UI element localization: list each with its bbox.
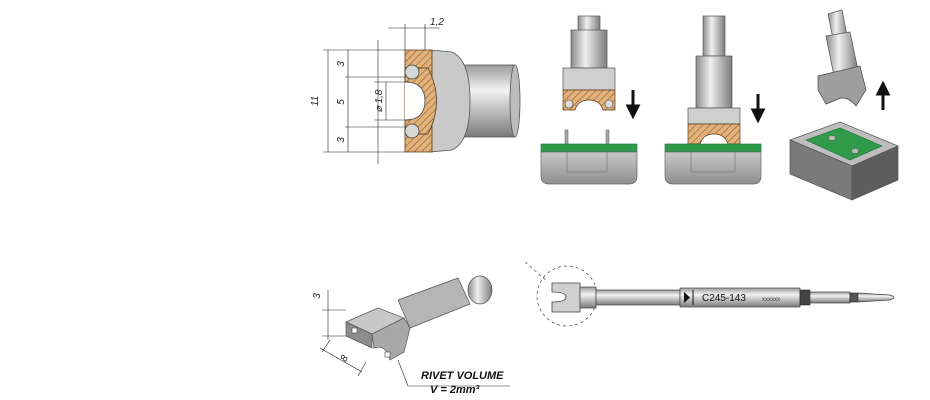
full-tip-neck — [809, 291, 851, 304]
step1-pcb — [540, 143, 638, 153]
step2-base — [664, 151, 762, 185]
step2-shaft — [702, 15, 726, 57]
step1-pin-right — [605, 129, 610, 145]
step2-tip-section — [687, 123, 741, 145]
arrow-down-icon — [750, 94, 766, 124]
dim-wall: 1,2 — [430, 17, 444, 28]
step3-base-side — [851, 145, 899, 201]
full-tip-ring — [799, 289, 811, 306]
step1-hole-right — [604, 99, 614, 109]
section-shank-end — [509, 64, 521, 138]
step2-tip — [687, 107, 741, 125]
step3-pcb — [805, 127, 883, 161]
step2-body — [695, 55, 733, 109]
dim-lower: 3 — [336, 137, 347, 143]
step1-shaft — [577, 15, 601, 33]
full-tip-ring-2 — [849, 292, 859, 303]
step1-base-inner — [566, 152, 608, 173]
section-view: 11 3 5 3 ⌀ 1,8 1,2 — [310, 17, 521, 164]
iso-dim-height: 3 — [312, 293, 323, 299]
full-tip-collar — [579, 286, 597, 309]
rivet-hole-lower — [404, 123, 420, 139]
step1-hole-left — [564, 99, 574, 109]
arrow-up-icon — [875, 80, 891, 110]
full-tip-head — [551, 282, 581, 313]
rivet-volume-value: V = 2mm³ — [430, 384, 480, 396]
section-cavity — [404, 81, 426, 121]
play-marker-icon — [684, 292, 690, 303]
step3-tip — [817, 65, 867, 107]
dim-total: 11 — [310, 96, 321, 106]
step2-pcb — [664, 143, 762, 153]
full-tip-point — [857, 292, 895, 303]
step1-base — [540, 151, 638, 185]
iso-shank — [397, 277, 471, 329]
step-1 — [540, 15, 641, 185]
step3-rivet-2 — [851, 148, 859, 154]
dimension-lines — [323, 24, 440, 164]
arrow-down-icon — [625, 90, 641, 120]
rivet-volume-label: RIVET VOLUME — [421, 370, 504, 382]
dim-diameter: ⌀ 1,8 — [374, 89, 385, 112]
step1-tip — [562, 67, 616, 91]
dim-middle: 5 — [336, 99, 347, 105]
step-2 — [664, 15, 766, 185]
step2-base-inner — [690, 152, 736, 173]
dim-upper: 3 — [336, 61, 347, 67]
iso-shank-end — [467, 275, 493, 305]
step-3 — [789, 9, 899, 201]
step1-pin-left — [564, 129, 569, 145]
iso-dim-depth: 8 — [339, 353, 352, 364]
tip-code: C245-143 — [702, 293, 746, 304]
detail-leader — [524, 261, 549, 283]
full-tip-shaft — [595, 289, 681, 306]
full-tip: C245-143 xxxxxx — [524, 261, 895, 327]
iso-rivet-right — [384, 351, 391, 358]
step3-rivet-1 — [828, 135, 836, 141]
step1-body — [570, 29, 608, 69]
step1-tip-section — [562, 89, 616, 111]
rivet-hole-upper — [404, 64, 420, 80]
tip-serial: xxxxxx — [762, 297, 780, 303]
section-body — [429, 49, 471, 153]
iso-rivet-left — [351, 327, 358, 334]
isometric-tip: 3 8 RIVET VOLUME V = 2mm³ — [312, 275, 510, 396]
